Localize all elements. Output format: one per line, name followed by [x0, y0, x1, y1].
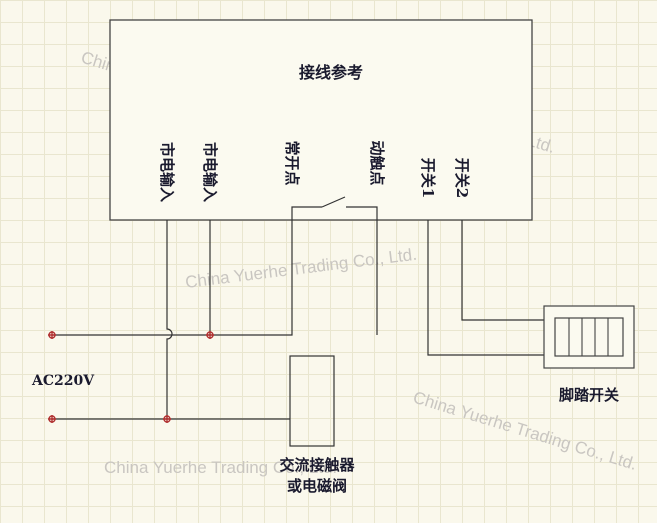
label-switch-2: 开关2 — [453, 158, 471, 198]
label-switch-1: 开关1 — [419, 158, 437, 198]
foot-switch-label: 脚踏开关 — [559, 386, 619, 404]
switch-wire-1 — [427, 220, 545, 356]
contact-switch — [291, 196, 378, 220]
contactor-label-line2: 或电磁阀 — [287, 477, 347, 495]
watermark-3: China Yuerhe Trading Co., Ltd. — [184, 245, 418, 292]
junction-mains-2 — [206, 331, 214, 339]
terminal-box — [109, 19, 533, 221]
foot-switch — [543, 305, 635, 369]
mains-wire-1 — [166, 220, 173, 419]
supply-terminal-top — [48, 331, 56, 339]
watermark-5: China Yuerhe Trading Co., Ltd. — [104, 458, 337, 477]
foot-switch-pad — [554, 317, 624, 357]
switch-wire-2 — [461, 220, 545, 321]
label-normally-open: 常开点 — [283, 140, 301, 185]
supply-label: AC220V — [31, 373, 95, 389]
supply-terminal-bottom — [48, 415, 56, 423]
contactor-label-line1: 交流接触器 — [279, 456, 355, 474]
label-mains-input-1: 市电输入 — [158, 142, 176, 202]
contactor-coil — [289, 355, 335, 447]
junction-mains-1 — [163, 415, 171, 423]
diagram-title: 接线参考 — [299, 63, 363, 82]
label-mains-input-2: 市电输入 — [201, 142, 219, 202]
label-moving-contact: 动触点 — [368, 140, 386, 185]
supply-wire-top — [52, 220, 293, 336]
